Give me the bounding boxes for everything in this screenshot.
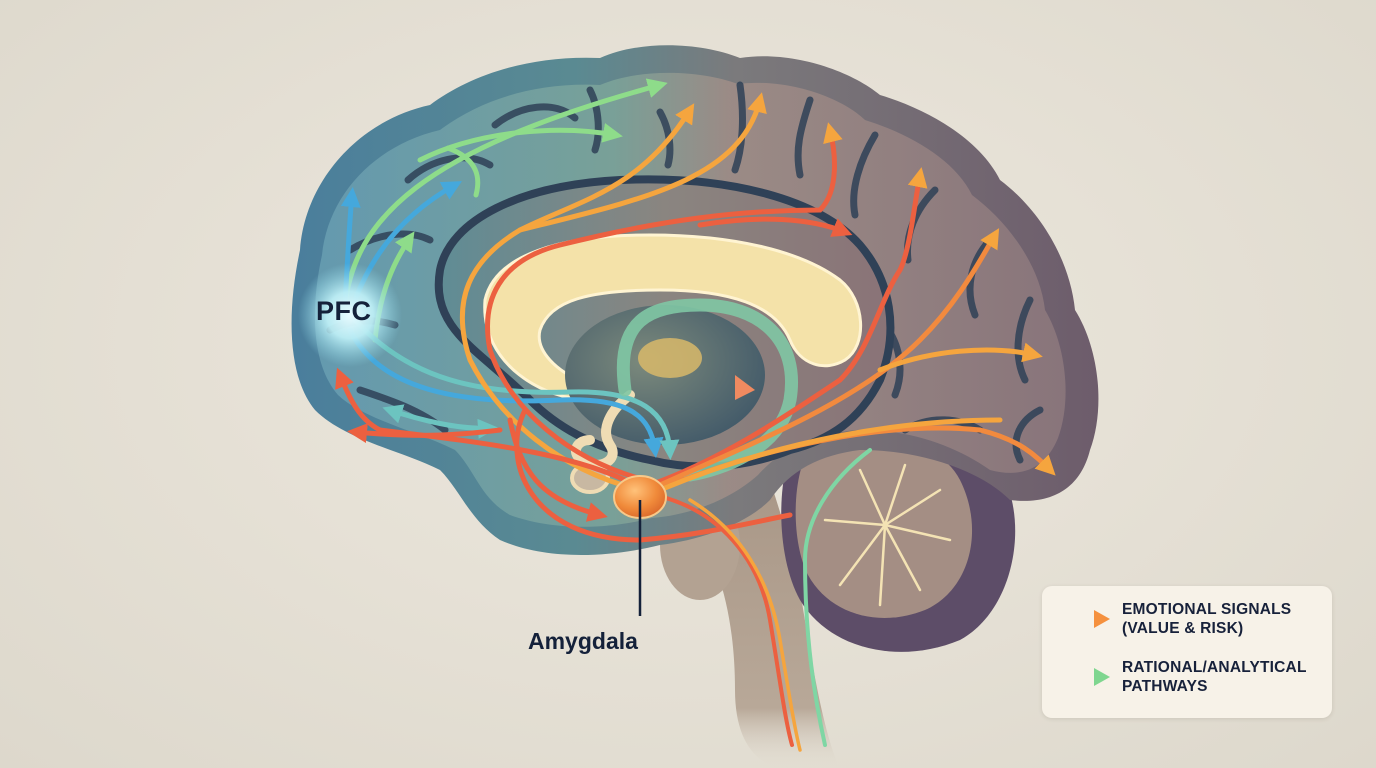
amygdala — [613, 475, 667, 616]
pfc-label: PFC — [316, 296, 372, 326]
legend-rational-line1: RATIONAL/ANALYTICAL — [1122, 659, 1307, 676]
legend-emotional-line1: EMOTIONAL SIGNALS — [1122, 601, 1292, 618]
rational-arrow-icon — [1056, 668, 1110, 686]
legend-text-rational: RATIONAL/ANALYTICAL PATHWAYS — [1122, 658, 1307, 696]
amygdala-label: Amygdala — [528, 628, 638, 654]
legend-rational-line2: PATHWAYS — [1122, 678, 1208, 695]
pfc-glow — [298, 263, 402, 367]
rational-pathways — [340, 78, 872, 747]
emotional-pathways — [335, 92, 1056, 752]
legend: EMOTIONAL SIGNALS (VALUE & RISK) RATIONA… — [1042, 586, 1332, 718]
emotional-arrow-icon — [1056, 610, 1110, 628]
legend-item-rational: RATIONAL/ANALYTICAL PATHWAYS — [1042, 658, 1307, 696]
legend-text-emotional: EMOTIONAL SIGNALS (VALUE & RISK) — [1122, 600, 1291, 638]
legend-emotional-line2: (VALUE & RISK) — [1122, 620, 1244, 637]
legend-item-emotional: EMOTIONAL SIGNALS (VALUE & RISK) — [1042, 600, 1291, 638]
